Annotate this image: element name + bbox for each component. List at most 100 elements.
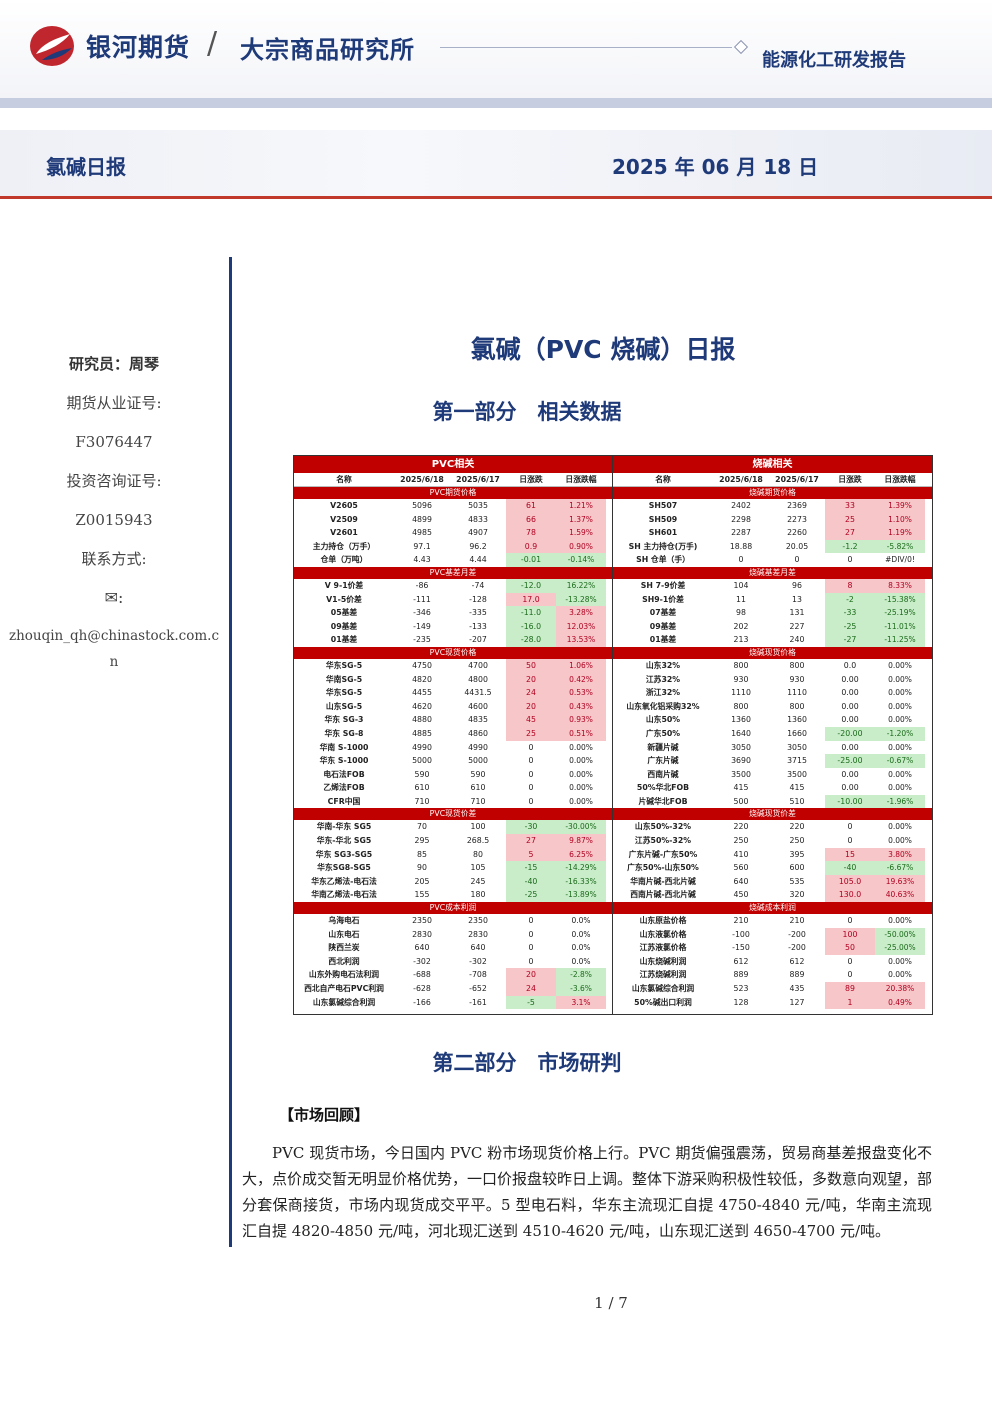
table-cell: 1.59% xyxy=(556,526,606,540)
table-cell: 3.28% xyxy=(556,606,606,620)
table-cell: -6.67% xyxy=(875,861,925,875)
table-cell: 华南片碱-西北片碱 xyxy=(630,876,696,886)
table-cell: 220 xyxy=(733,822,749,832)
table-cell: 4455 xyxy=(412,688,432,698)
brand-slash: / xyxy=(207,26,218,61)
table-cell: 5096 xyxy=(412,501,432,510)
title-underline xyxy=(0,196,992,199)
table-cell: 1.21% xyxy=(556,499,606,513)
table-cell: 710 xyxy=(414,796,430,806)
consult-label: 投资咨询证号: xyxy=(66,472,162,490)
table-cell: 590 xyxy=(470,769,486,779)
table-cell: 华南乙烯法-电石法 xyxy=(311,890,377,900)
table-cell: 07基差 xyxy=(649,608,677,618)
table-cell: 40.63% xyxy=(875,888,925,903)
table-cell: 1660 xyxy=(787,728,807,738)
table-cell: -200 xyxy=(788,943,806,953)
table-cell: 0 xyxy=(794,555,800,565)
table-cell: 0.9 xyxy=(506,539,556,554)
table-cell: -346 xyxy=(413,608,431,618)
table-cell: SH9-1价差 xyxy=(642,594,684,604)
table-cell: SH 主力持仓(万手) xyxy=(628,541,698,551)
column-header: 日涨跌幅 xyxy=(884,475,916,484)
table-cell: 227 xyxy=(789,621,805,631)
section-header: 烧碱现货价格 xyxy=(613,646,932,659)
table-cell: 0.00 xyxy=(841,769,859,779)
table-cell: 山东烧碱利润 xyxy=(639,956,687,966)
table-cell: 96 xyxy=(792,580,802,590)
table-cell: 3500 xyxy=(731,769,751,779)
table-cell: 612 xyxy=(733,956,749,966)
header-band xyxy=(0,0,992,98)
table-cell: -150 xyxy=(732,943,750,953)
table-cell: -1.20% xyxy=(875,726,925,741)
table-cell: -27 xyxy=(825,633,875,647)
table-cell: 20 xyxy=(506,672,556,687)
table-cell: 15 xyxy=(825,847,875,862)
table-cell: SH507 xyxy=(648,501,678,510)
table-cell: 9.87% xyxy=(556,834,606,848)
table-cell: 主力持仓（万手） xyxy=(312,541,376,551)
table-cell: -335 xyxy=(469,608,487,618)
table-cell: -15.38% xyxy=(875,592,925,607)
table-cell: 4907 xyxy=(468,528,488,538)
table-cell: 410 xyxy=(733,849,749,859)
table-cell: SH 7-9价差 xyxy=(640,580,686,590)
table-cell: 西北利润 xyxy=(328,956,360,966)
table-cell: 13 xyxy=(792,594,802,604)
table-cell: 20 xyxy=(506,968,556,982)
table-cell: 1110 xyxy=(787,688,807,698)
table-cell: 4990 xyxy=(468,742,488,752)
table-cell: 128 xyxy=(733,997,749,1007)
table-cell: 山东氯碱综合利润 xyxy=(312,997,376,1007)
table-cell: 片碱华北FOB xyxy=(638,796,688,806)
table-cell: -15 xyxy=(506,861,556,875)
table-cell: 4860 xyxy=(468,728,488,738)
table-cell: 华南-华东 SG5 xyxy=(316,822,372,832)
table-cell: -40 xyxy=(825,861,875,875)
page-number: 1 / 7 xyxy=(594,1294,628,1312)
table-cell: 78 xyxy=(506,526,556,540)
table-cell: 415 xyxy=(789,783,805,793)
table-cell: -16.33% xyxy=(556,874,606,889)
table-cell: 华东SG-5 xyxy=(325,660,363,670)
table-cell: 610 xyxy=(414,783,430,793)
table-cell: 0.00 xyxy=(841,783,859,793)
table-cell: -708 xyxy=(469,970,487,980)
table-cell: -33 xyxy=(825,606,875,620)
table-cell: -12.0 xyxy=(506,578,556,593)
table-cell: 0.00 xyxy=(841,701,859,711)
table-cell: 0 xyxy=(528,742,534,752)
table-cell: 4800 xyxy=(468,674,488,684)
table-cell: -133 xyxy=(469,621,487,631)
table-cell: -25 xyxy=(506,888,556,903)
report-type: 能源化工研发报告 xyxy=(762,50,906,71)
table-cell: 20.05 xyxy=(785,541,809,551)
table-cell: 5 xyxy=(506,847,556,862)
table-cell: 415 xyxy=(733,783,749,793)
section-header: PVC基差月差 xyxy=(294,566,612,579)
table-cell: 1360 xyxy=(787,715,807,725)
table-cell: 889 xyxy=(733,970,749,980)
table-cell: -100 xyxy=(732,929,750,939)
table-cell: 4833 xyxy=(468,514,488,524)
table-cell: 0.00% xyxy=(888,769,912,779)
table-cell: 27 xyxy=(506,834,556,848)
email-link[interactable]: zhouqin_qh@chinastock.com.cn xyxy=(8,628,220,670)
table-cell: 100 xyxy=(825,927,875,942)
table-cell: -5.82% xyxy=(875,539,925,554)
table-cell: V2509 xyxy=(330,514,358,524)
